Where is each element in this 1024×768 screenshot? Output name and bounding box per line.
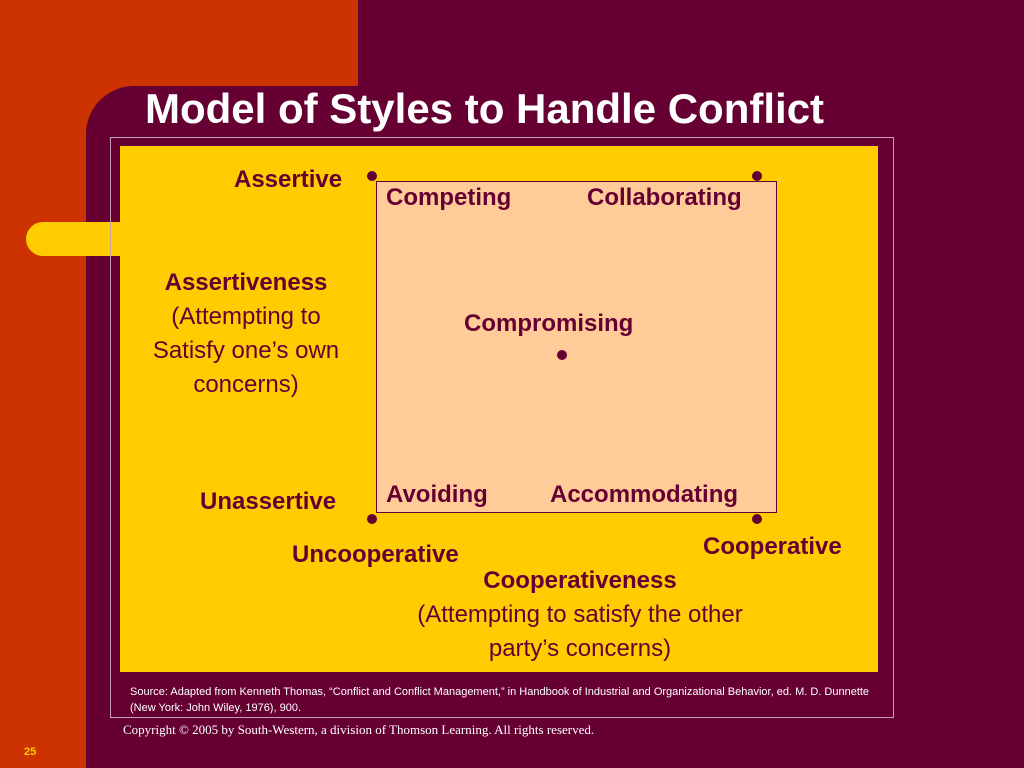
source-citation: Source: Adapted from Kenneth Thomas, “Co… [130,686,870,714]
assertiveness-desc-1: (Attempting to [171,303,321,330]
assertive-label: Assertive [234,166,343,193]
uncooperative-label: Uncooperative [292,541,459,568]
style-competing: Competing [386,184,512,211]
assertiveness-desc-3: concerns) [193,371,299,398]
dot-bottom-left [367,514,377,524]
style-accommodating: Accommodating [550,481,739,508]
cooperative-label: Cooperative [703,533,842,560]
copyright-notice: Copyright © 2005 by South-Western, a div… [123,722,595,737]
cooperativeness-desc-1: (Attempting to satisfy the other [417,601,743,628]
cooperativeness-block: Cooperativeness (Attempting to satisfy t… [370,564,790,666]
assertiveness-block: Assertiveness (Attempting to Satisfy one… [126,266,366,402]
dot-center [557,350,567,360]
dot-top-left [367,171,377,181]
style-avoiding: Avoiding [386,481,488,508]
dot-top-right [752,171,762,181]
styles-grid [376,181,777,513]
cooperativeness-desc-2: party’s concerns) [488,635,672,662]
cooperativeness-title: Cooperativeness [483,567,677,594]
slide-number: 25 [24,746,37,758]
diagram-frame [110,137,894,718]
assertiveness-desc-2: Satisfy one’s own [152,337,340,364]
assertiveness-title: Assertiveness [164,269,328,296]
style-collaborating: Collaborating [587,184,742,211]
unassertive-label: Unassertive [200,488,337,515]
style-compromising: Compromising [464,310,634,337]
slide-title: Model of Styles to Handle Conflict [145,85,825,132]
dot-bottom-right [752,514,762,524]
